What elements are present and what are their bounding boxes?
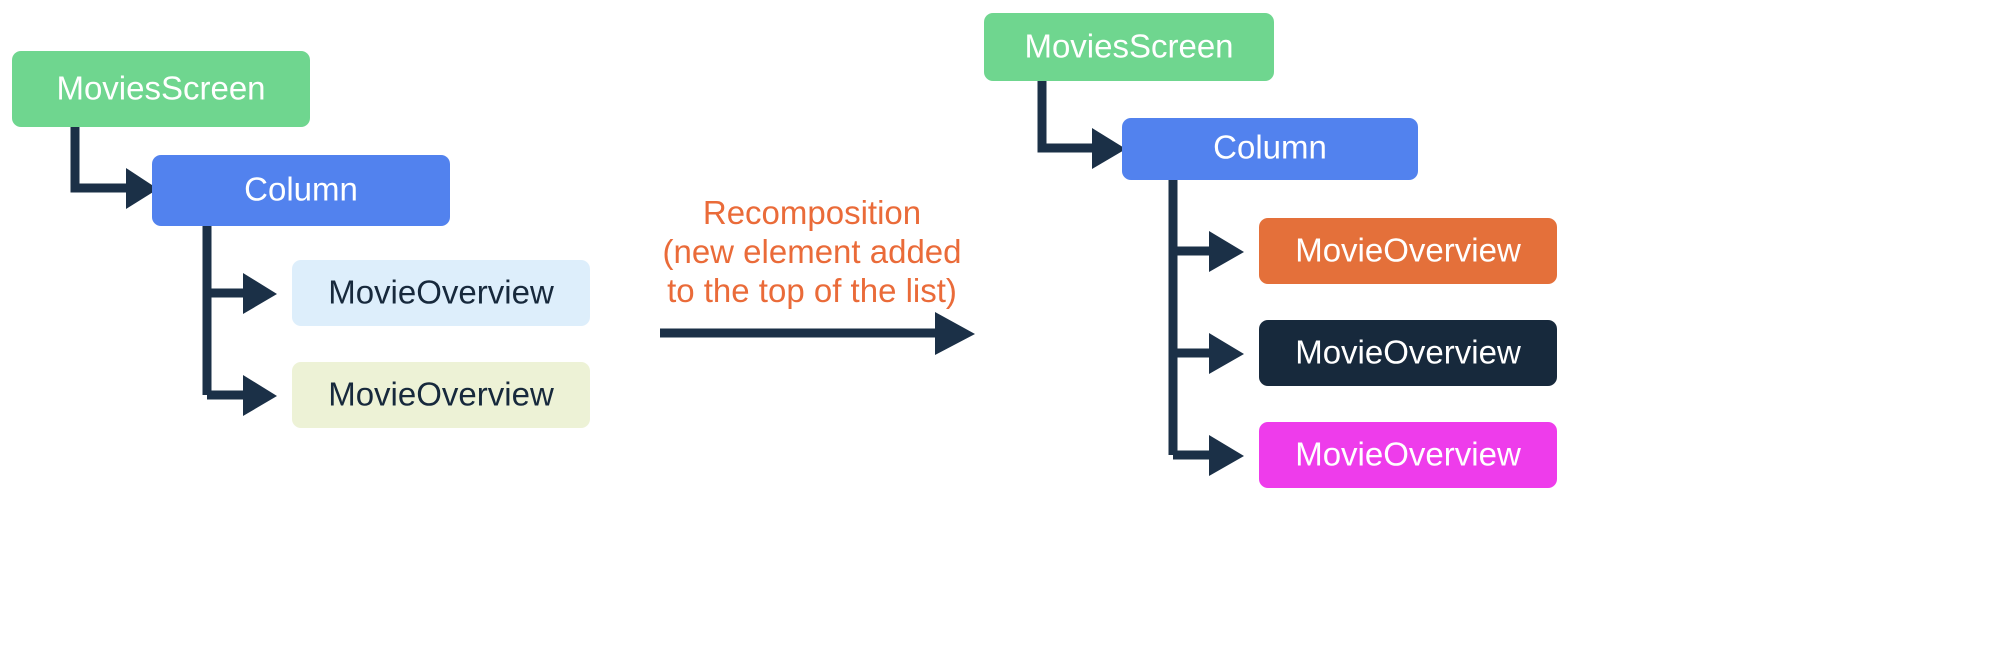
node-column-after[interactable]: Column	[1122, 118, 1418, 180]
caption-line-1: Recomposition	[703, 194, 921, 231]
node-label: MovieOverview	[1295, 334, 1521, 371]
node-label: MoviesScreen	[56, 70, 265, 107]
node-movieoverview-after-1[interactable]: MovieOverview	[1259, 218, 1557, 284]
node-movieoverview-after-2[interactable]: MovieOverview	[1259, 320, 1557, 386]
recomposition-caption: Recomposition (new element added to the …	[662, 194, 961, 309]
caption-line-2: (new element added	[662, 233, 961, 270]
node-label: MovieOverview	[1295, 232, 1521, 269]
node-label: MovieOverview	[328, 274, 554, 311]
node-movieoverview-after-3[interactable]: MovieOverview	[1259, 422, 1557, 488]
recomposition-transition-arrow	[660, 312, 975, 355]
caption-line-3: to the top of the list)	[667, 272, 957, 309]
node-movieoverview-before-2[interactable]: MovieOverview	[292, 362, 590, 428]
node-label: Column	[244, 171, 358, 208]
before-tree-group: MoviesScreen Column MovieOverview MovieO…	[12, 51, 590, 428]
node-movieoverview-before-1[interactable]: MovieOverview	[292, 260, 590, 326]
connector-column-to-children-right	[1168, 180, 1244, 476]
node-label: MovieOverview	[1295, 436, 1521, 473]
node-label: Column	[1213, 129, 1327, 166]
node-column-before[interactable]: Column	[152, 155, 450, 226]
after-tree-group: MoviesScreen Column MovieOverview MovieO…	[984, 13, 1557, 488]
node-label: MovieOverview	[328, 376, 554, 413]
node-label: MoviesScreen	[1024, 28, 1233, 65]
connector-moviesscreen-to-column-right	[1037, 81, 1126, 169]
connector-moviesscreen-to-column-left	[70, 127, 158, 209]
connector-column-to-children-left	[202, 226, 277, 416]
node-moviesscreen-after[interactable]: MoviesScreen	[984, 13, 1274, 81]
node-moviesscreen-before[interactable]: MoviesScreen	[12, 51, 310, 127]
